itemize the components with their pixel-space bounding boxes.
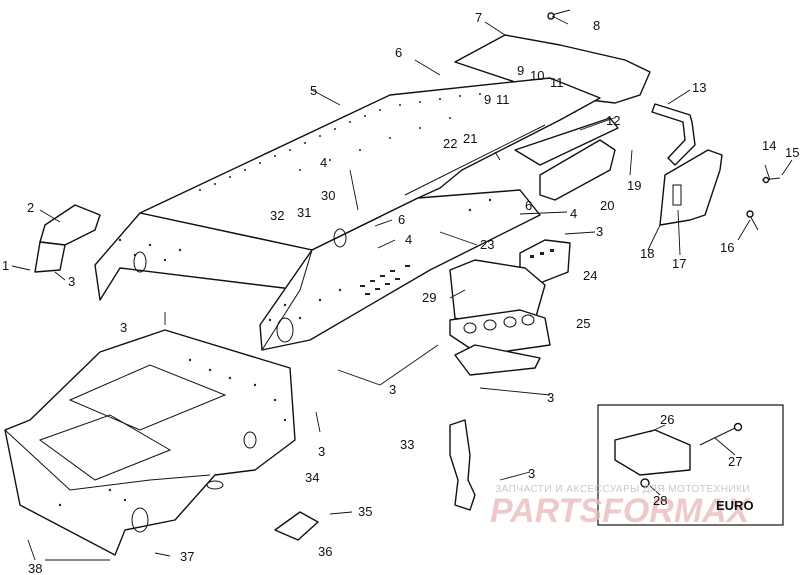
callout-19: 19: [627, 178, 641, 193]
callout-14: 14: [762, 138, 776, 153]
callout-16: 16: [720, 240, 734, 255]
callout-18: 18: [640, 246, 654, 261]
part-34-bulkhead: [4, 329, 296, 556]
euro-inset: [597, 404, 784, 526]
watermark: ЗАПЧАСТИ И АКСЕССУАРЫ ДЛЯ МОТОТЕХНИКИ PA…: [490, 484, 752, 530]
svg-text:ЗАПЧАСТИ И АКСЕССУАРЫ ДЛЯ МОТО: ЗАПЧАСТИ И АКСЕССУАРЫ ДЛЯ МОТОТЕХНИКИ: [495, 484, 750, 495]
callout-37: 37: [180, 549, 194, 564]
callout-3: 3: [389, 382, 396, 397]
callout-numbers: 1 2 3 5 6 7 8 9 10 11 9 11 13 12 21 22 4…: [2, 10, 799, 575]
euro-label: EURO: [716, 498, 754, 513]
callout-7: 7: [475, 10, 482, 25]
part-12-20-rear-boards: [514, 117, 619, 201]
part-2-bracket: [34, 204, 101, 273]
callout-4: 4: [570, 206, 577, 221]
callout-3: 3: [528, 466, 535, 481]
callout-23: 23: [480, 237, 494, 252]
callout-leaders: [11, 15, 793, 561]
callout-28: 28: [653, 493, 667, 508]
callout-29: 29: [422, 290, 436, 305]
callout-1: 1: [2, 258, 9, 273]
callout-25: 25: [576, 316, 590, 331]
callout-17: 17: [672, 256, 686, 271]
callout-20: 20: [600, 198, 614, 213]
callout-22: 22: [443, 136, 457, 151]
callout-26: 26: [660, 412, 674, 427]
callout-3: 3: [318, 444, 325, 459]
callout-13: 13: [692, 80, 706, 95]
callout-3: 3: [596, 224, 603, 239]
callout-9: 9: [517, 63, 524, 78]
callout-31: 31: [297, 205, 311, 220]
callout-30: 30: [321, 188, 335, 203]
callout-3: 3: [547, 390, 554, 405]
callout-11: 11: [550, 75, 564, 90]
part-5-tunnel: [94, 77, 601, 351]
callout-4: 4: [320, 155, 327, 170]
bolt-8: [547, 9, 571, 20]
svg-text:PARTSFORMAX: PARTSFORMAX: [490, 492, 752, 530]
callout-34: 34: [305, 470, 319, 485]
part-36-plate: [274, 511, 319, 541]
part-bracket-lower: [454, 344, 541, 376]
callout-38: 38: [28, 561, 42, 575]
callout-36: 36: [318, 544, 332, 559]
callout-5: 5: [310, 83, 317, 98]
callout-12: 12: [606, 113, 620, 128]
bolt-14-15: [761, 176, 781, 184]
callout-9: 9: [484, 92, 491, 107]
callout-3: 3: [120, 320, 127, 335]
callout-32: 32: [270, 208, 284, 223]
part-13-bracket: [651, 103, 696, 166]
callout-8: 8: [593, 18, 600, 33]
callout-24: 24: [583, 268, 597, 283]
callout-3: 3: [68, 274, 75, 289]
callout-2: 2: [27, 200, 34, 215]
callout-27: 27: [728, 454, 742, 469]
callout-6: 6: [525, 198, 532, 213]
bolt-16: [746, 210, 759, 231]
callout-4: 4: [405, 232, 412, 247]
callout-6: 6: [398, 212, 405, 227]
callout-11: 11: [496, 92, 510, 107]
vent-slots: [360, 265, 410, 295]
callout-35: 35: [358, 504, 372, 519]
callout-21: 21: [463, 131, 477, 146]
callout-6: 6: [395, 45, 402, 60]
rivet-holes: [118, 93, 492, 322]
part-33-bracket: [449, 419, 476, 511]
part-18-plate: [659, 149, 723, 226]
callout-33: 33: [400, 437, 414, 452]
callout-15: 15: [785, 145, 799, 160]
callout-10: 10: [530, 68, 544, 83]
part-25-rack: [449, 259, 551, 356]
